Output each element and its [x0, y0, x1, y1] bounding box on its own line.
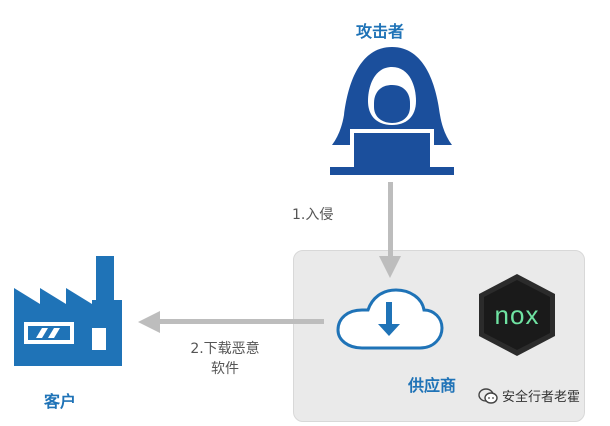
- hacker-icon: [330, 47, 454, 175]
- customer-label: 客户: [44, 392, 77, 411]
- edge-label-line-1: 2.下载恶意: [190, 341, 260, 357]
- cloud-download-icon: [336, 288, 444, 350]
- nox-logo-icon: nox: [479, 274, 555, 356]
- watermark-text: 安全行者老霍: [502, 390, 581, 405]
- watermark: 安全行者老霍: [478, 386, 580, 405]
- attacker-label: 攻击者: [356, 22, 405, 41]
- nox-logo-text: nox: [495, 300, 540, 330]
- vendor-label: 供应商: [408, 376, 457, 395]
- edge-label-intrusion: 1.入侵: [292, 207, 334, 223]
- arrow-attacker-to-vendor: [379, 182, 401, 278]
- edge-label-download-malware: 2.下载恶意 软件: [180, 339, 270, 379]
- edge-label-line-2: 软件: [211, 361, 239, 377]
- arrow-vendor-to-customer: [138, 311, 324, 333]
- factory-icon: [14, 256, 122, 366]
- wechat-icon: [478, 387, 498, 404]
